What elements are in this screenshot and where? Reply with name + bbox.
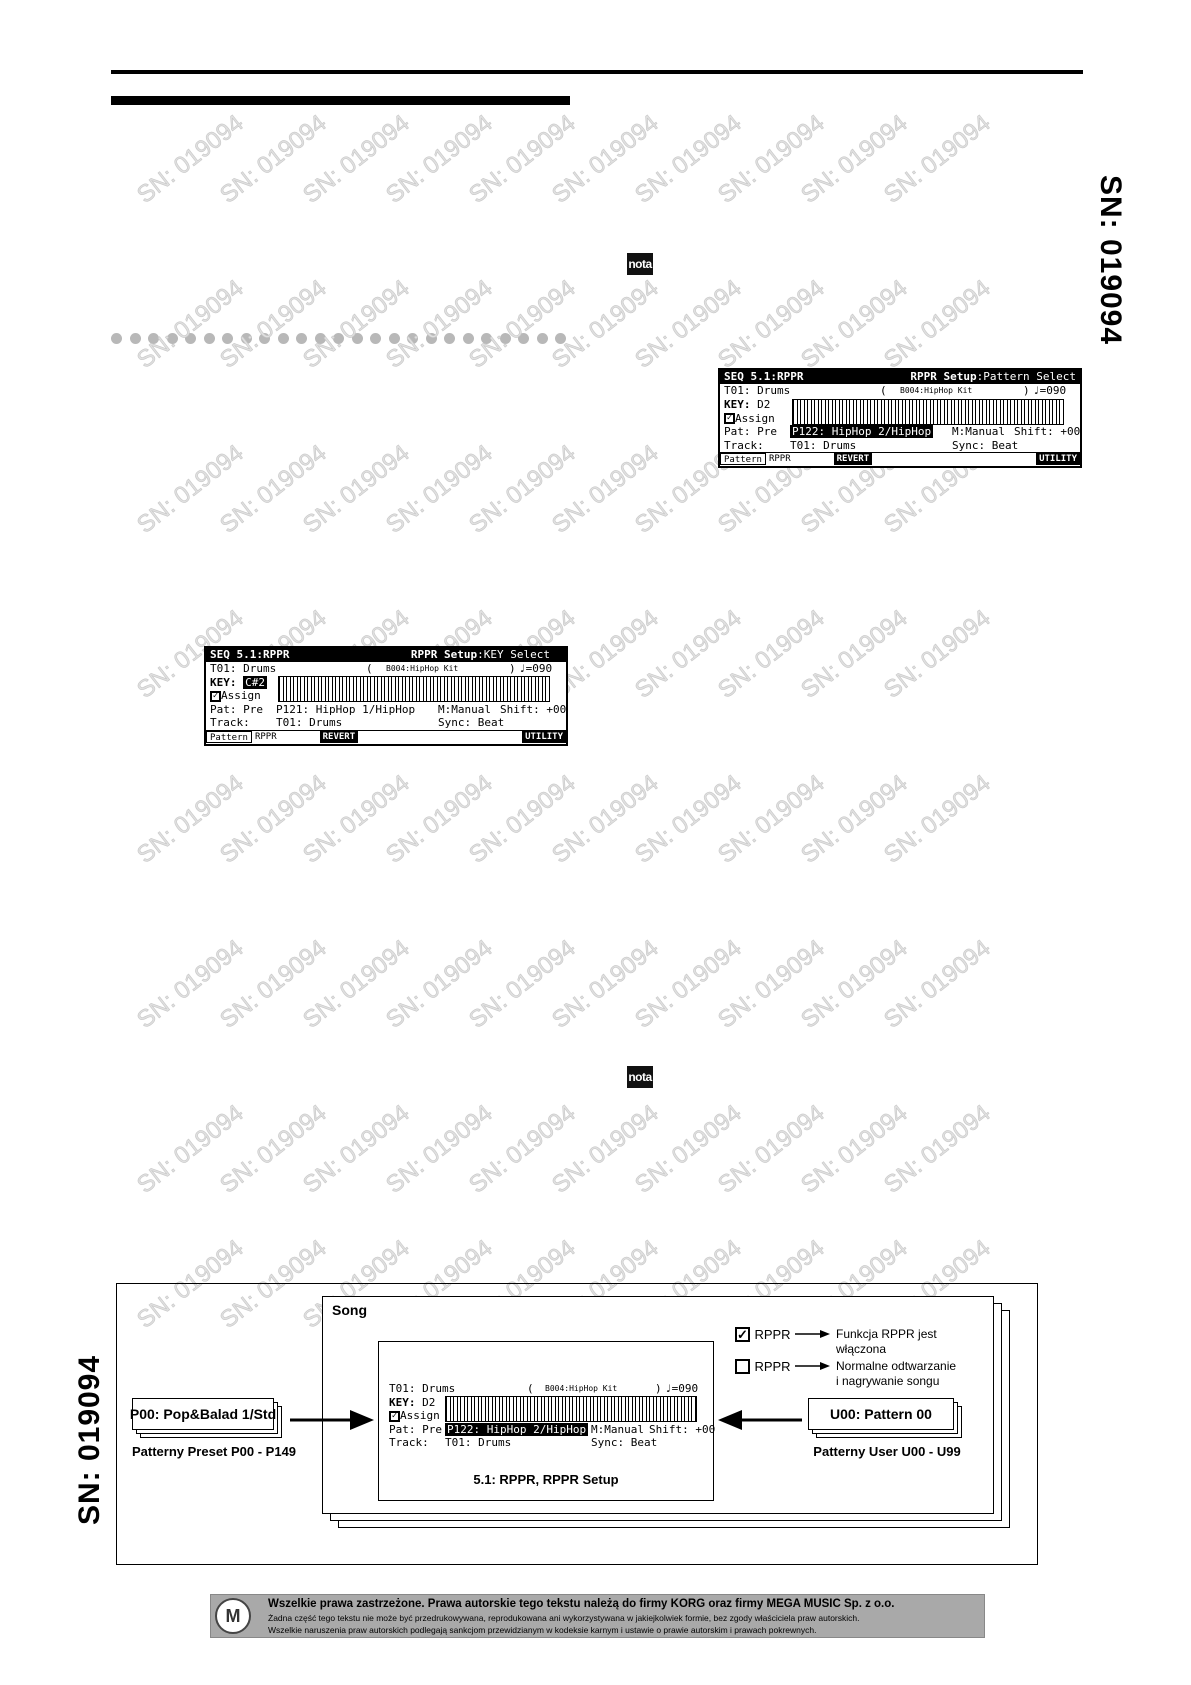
rppr-on-legend: ✓ RPPR: [735, 1326, 791, 1344]
keyboard-graphic: [792, 398, 1064, 425]
assign-checkbox[interactable]: ✓: [724, 413, 735, 424]
keyboard-graphic: [445, 1396, 697, 1422]
key-value[interactable]: C#2: [243, 675, 267, 689]
checkbox-empty-icon: [735, 1359, 750, 1375]
utility-button[interactable]: UTILITY: [1036, 453, 1080, 465]
tab-rppr[interactable]: RPPR: [254, 731, 277, 742]
tab-pattern[interactable]: Pattern: [720, 453, 766, 465]
screen-caption: 5.1: RPPR, RPPR Setup: [473, 1472, 619, 1487]
lcd-key-select: SEQ 5.1:RPPR RPPR Setup :KEY Select T01:…: [204, 646, 568, 746]
assign-checkbox[interactable]: ✓: [210, 690, 221, 702]
key-value[interactable]: D2: [757, 397, 771, 411]
revert-button[interactable]: REVERT: [833, 453, 873, 465]
lcd-title: SEQ 5.1:RPPR RPPR Setup :Pattern Select: [720, 370, 1080, 384]
arrow-right-icon: [350, 1410, 374, 1430]
nota-icon: nota: [627, 253, 653, 275]
keyboard-graphic: [278, 676, 550, 702]
revert-button[interactable]: REVERT: [319, 730, 359, 743]
pattern-select[interactable]: P121: HipHop 1/HipHop: [276, 702, 416, 716]
tab-rppr[interactable]: RPPR: [768, 454, 791, 464]
dotted-divider: [111, 333, 566, 345]
copyright-footer: M Wszelkie prawa zastrzeżone. Prawa auto…: [210, 1594, 985, 1638]
user-pattern-box: U00: Pattern 00: [808, 1398, 954, 1430]
arrow-left-icon: [718, 1410, 742, 1430]
tab-pattern[interactable]: Pattern: [206, 730, 252, 743]
song-label: Song: [332, 1302, 367, 1318]
utility-button[interactable]: UTILITY: [522, 730, 566, 743]
checkbox-checked-icon: ✓: [735, 1327, 750, 1343]
lcd-pattern-select: SEQ 5.1:RPPR RPPR Setup :Pattern Select …: [718, 368, 1082, 468]
nota-icon: nota: [627, 1066, 653, 1088]
rppr-off-legend: RPPR: [735, 1358, 791, 1376]
lcd-title: SEQ 5.1:RPPR RPPR Setup :KEY Select: [206, 648, 566, 662]
user-caption: Patterny User U00 - U99: [813, 1444, 961, 1459]
section-bar: [111, 96, 570, 105]
preset-pattern-box: P00: Pop&Balad 1/Std: [130, 1398, 276, 1430]
preset-caption: Patterny Preset P00 - P149: [132, 1444, 297, 1459]
rppr-diagram: [116, 1283, 1038, 1565]
mega-music-logo-icon: M: [215, 1598, 251, 1634]
diagram-lcd: T01: Drums ( B004:HipHop Kit ) ♩=090 KEY…: [385, 1382, 715, 1449]
header-rule: [111, 70, 1083, 74]
pattern-select[interactable]: P122: HipHop 2/HipHop: [790, 425, 934, 438]
assign-checkbox: ✓: [389, 1410, 400, 1422]
